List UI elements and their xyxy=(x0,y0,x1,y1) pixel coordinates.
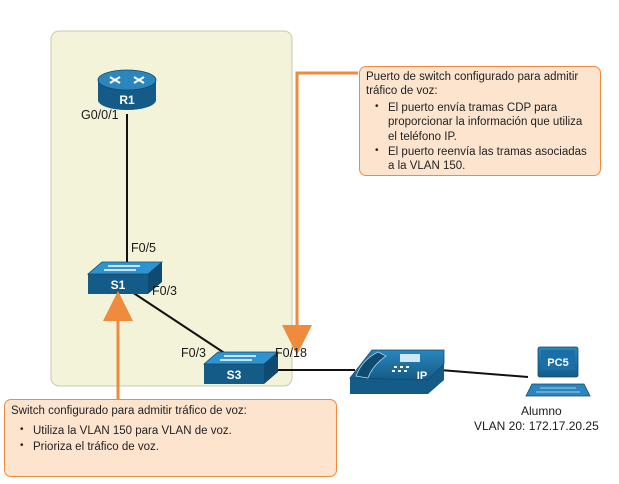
callout-voice-port: Puerto de switch configurado para admiti… xyxy=(359,66,601,176)
pc5-icon: PC5 xyxy=(525,346,591,397)
callout-voice-port-item: El puerto envía tramas CDP para proporci… xyxy=(375,101,594,144)
switch-s3-label: S3 xyxy=(227,368,242,382)
switch-s3-icon: S3 xyxy=(202,351,280,384)
callout-voice-switch-item: Prioriza el tráfico de voz. xyxy=(20,440,330,454)
network-area-panel xyxy=(50,30,293,387)
router-r1-icon: R1 xyxy=(97,69,157,110)
callout-voice-switch: Switch configurado para admitir tráfico … xyxy=(4,399,337,477)
callout-voice-switch-list: Utiliza la VLAN 150 para VLAN de voz. Pr… xyxy=(11,424,330,454)
port-label-s1-f0-3: F0/3 xyxy=(152,284,178,298)
port-label-r1-g0-0-1: G0/0/1 xyxy=(81,108,119,122)
pc5-label: PC5 xyxy=(547,357,568,369)
router-r1-label: R1 xyxy=(119,93,135,107)
callout-voice-port-title: Puerto de switch configurado para admiti… xyxy=(366,71,579,98)
callout-voice-port-item: El puerto reenvía las tramas asociadas a… xyxy=(375,145,594,174)
pc-user-name: Alumno xyxy=(521,404,562,418)
callout-voice-switch-title: Switch configurado para admitir tráfico … xyxy=(11,405,247,417)
ip-phone-label: IP xyxy=(417,370,427,382)
callout-voice-switch-item: Utiliza la VLAN 150 para VLAN de voz. xyxy=(20,424,330,438)
pc-vlan-address: VLAN 20: 172.17.20.25 xyxy=(474,419,599,433)
link-phone-pc xyxy=(439,369,529,378)
switch-s1-icon: S1 xyxy=(86,261,164,294)
callout-voice-port-list: El puerto envía tramas CDP para proporci… xyxy=(366,101,594,174)
switch-s1-label: S1 xyxy=(111,278,126,292)
link-s1-s3 xyxy=(131,291,233,359)
port-label-s1-f0-5: F0/5 xyxy=(131,241,157,255)
port-label-s3-f0-18: F0/18 xyxy=(275,346,307,360)
ip-phone-icon: IP xyxy=(349,349,445,394)
callout-top-connector xyxy=(282,71,358,355)
port-label-s3-f0-3: F0/3 xyxy=(181,346,207,360)
